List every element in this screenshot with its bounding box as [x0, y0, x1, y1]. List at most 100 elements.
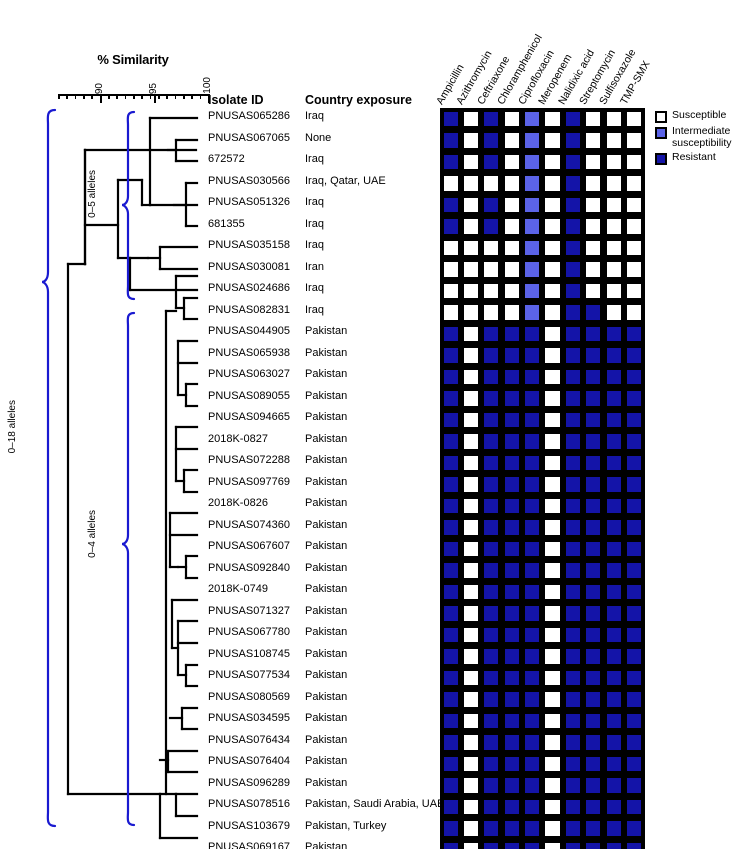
resistance-cell-streptomycin	[584, 410, 603, 429]
resistance-cell-sulfisoxazole	[604, 260, 623, 279]
resistance-cell-sulfisoxazole	[604, 453, 623, 472]
scale-tick-minor	[199, 94, 202, 99]
resistance-cell-ampicillin	[441, 174, 460, 193]
resistance-cell-azithromycin	[461, 303, 481, 322]
resistance-cell-sulfisoxazole	[604, 797, 623, 816]
resistance-cell-meropenem	[543, 690, 562, 709]
resistance-cell-ampicillin	[441, 496, 460, 515]
resistance-cell-azithromycin	[461, 690, 481, 709]
resistance-cell-nalidixic-acid	[563, 604, 582, 623]
resistance-cell-ampicillin	[441, 561, 460, 580]
resistance-cell-nalidixic-acid	[563, 733, 582, 752]
scale-tick-minor	[183, 94, 185, 99]
scale-tick-minor	[166, 94, 168, 99]
resistance-cell-streptomycin	[584, 582, 603, 601]
scale-tick-major-90	[100, 94, 102, 103]
resistance-row	[440, 409, 645, 431]
scale-tick-minor	[174, 94, 177, 99]
resistance-row	[440, 237, 645, 259]
resistance-cell-azithromycin	[461, 260, 481, 279]
resistance-cell-sulfisoxazole	[604, 561, 623, 580]
country-exposure: Pakistan, Saudi Arabia, UAE	[305, 798, 445, 810]
resistance-cell-tmp-smx	[624, 346, 644, 365]
resistance-cell-sulfisoxazole	[604, 539, 623, 558]
resistance-cell-tmp-smx	[624, 690, 644, 709]
resistance-cell-sulfisoxazole	[604, 389, 623, 408]
resistance-cell-streptomycin	[584, 109, 603, 128]
resistance-row	[440, 645, 645, 667]
resistance-cell-meropenem	[543, 217, 562, 236]
isolate-id: PNUSAS076404	[208, 755, 290, 767]
resistance-row	[440, 323, 645, 345]
resistance-cell-streptomycin	[584, 754, 603, 773]
resistance-cell-sulfisoxazole	[604, 217, 623, 236]
resistance-cell-streptomycin	[584, 131, 603, 150]
resistance-cell-ciprofloxacin	[523, 840, 542, 849]
resistance-cell-nalidixic-acid	[563, 561, 582, 580]
resistance-cell-ampicillin	[441, 711, 460, 730]
resistance-cell-streptomycin	[584, 367, 603, 386]
resistance-cell-ampicillin	[441, 754, 460, 773]
resistance-cell-chloramphenicol	[502, 539, 521, 558]
resistance-cell-chloramphenicol	[502, 840, 521, 849]
resistance-cell-ciprofloxacin	[523, 217, 542, 236]
isolate-id: PNUSAS074360	[208, 518, 290, 531]
scale-tick-minor	[191, 94, 193, 99]
isolate-id: PNUSAS030566	[208, 174, 290, 187]
isolate-id: 2018K-0749	[208, 583, 268, 595]
resistance-cell-nalidixic-acid	[563, 539, 582, 558]
resistance-cell-streptomycin	[584, 432, 603, 451]
resistance-cell-nalidixic-acid	[563, 668, 582, 687]
resistance-row	[440, 839, 645, 849]
resistance-cell-ceftriaxone	[482, 195, 501, 214]
resistance-cell-chloramphenicol	[502, 152, 521, 171]
resistance-cell-nalidixic-acid	[563, 625, 582, 644]
country-exposure: Pakistan	[305, 497, 348, 509]
country-exposure: Pakistan	[305, 712, 348, 724]
resistance-row	[440, 559, 645, 581]
resistance-cell-streptomycin	[584, 152, 603, 171]
resistance-cell-ciprofloxacin	[523, 819, 542, 838]
legend-label: Susceptible	[672, 109, 727, 121]
resistance-cell-chloramphenicol	[502, 518, 521, 537]
resistance-cell-sulfisoxazole	[604, 303, 623, 322]
resistance-cell-sulfisoxazole	[604, 432, 623, 451]
resistance-cell-meropenem	[543, 195, 562, 214]
resistance-cell-ciprofloxacin	[523, 195, 542, 214]
resistance-cell-sulfisoxazole	[604, 238, 623, 257]
resistance-cell-nalidixic-acid	[563, 819, 582, 838]
country-exposure: Pakistan	[305, 346, 348, 359]
scale-tick-minor	[116, 94, 118, 99]
resistance-cell-streptomycin	[584, 797, 603, 816]
resistance-cell-chloramphenicol	[502, 367, 521, 386]
resistance-cell-nalidixic-acid	[563, 152, 582, 171]
resistance-cell-meropenem	[543, 410, 562, 429]
country-exposure: Pakistan	[305, 841, 348, 849]
resistance-cell-azithromycin	[461, 174, 481, 193]
resistance-cell-ciprofloxacin	[523, 389, 542, 408]
resistance-cell-tmp-smx	[624, 840, 644, 849]
resistance-cell-sulfisoxazole	[604, 367, 623, 386]
resistance-cell-azithromycin	[461, 324, 481, 343]
resistance-cell-streptomycin	[584, 324, 603, 343]
resistance-row	[440, 753, 645, 775]
scale-tick-minor	[83, 94, 85, 99]
resistance-cell-meropenem	[543, 776, 562, 795]
resistance-cell-meropenem	[543, 303, 562, 322]
scale-tick-label-90: 90	[94, 82, 105, 94]
resistance-cell-ampicillin	[441, 238, 460, 257]
isolate-id: PNUSAS024686	[208, 282, 290, 294]
resistance-cell-ampicillin	[441, 819, 460, 838]
resistance-cell-sulfisoxazole	[604, 711, 623, 730]
resistance-cell-ceftriaxone	[482, 367, 501, 386]
resistance-cell-azithromycin	[461, 733, 481, 752]
